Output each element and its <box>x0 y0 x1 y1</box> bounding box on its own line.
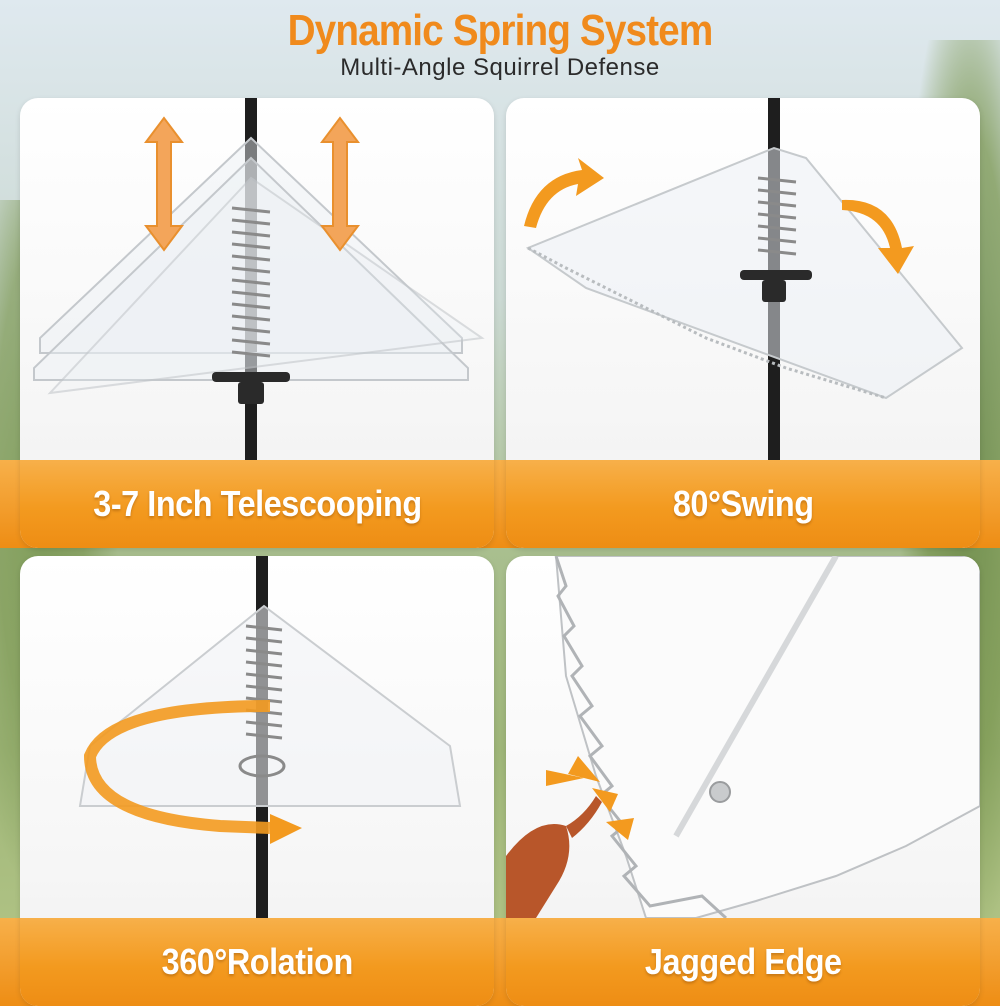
telescoping-illustration <box>33 98 485 460</box>
feature-label-swing: 80°Swing <box>672 483 814 524</box>
jagged-rim <box>527 246 887 400</box>
collar <box>740 270 812 280</box>
pole <box>245 98 257 460</box>
circular-arrow-icon <box>83 700 271 834</box>
label-banner: 360°Rolation <box>20 918 494 1006</box>
seam <box>673 556 839 838</box>
collar <box>212 372 290 382</box>
feature-label-telescoping: 3-7 Inch Telescooping <box>92 483 422 524</box>
panel-telescoping: 3-7 Inch Telescooping <box>20 98 494 548</box>
jagged-edge-illustration <box>506 556 980 920</box>
feature-label-rotation: 360°Rolation <box>161 941 353 982</box>
spring <box>231 206 271 358</box>
spring <box>757 176 797 256</box>
page-subtitle: Multi-Angle Squirrel Defense <box>340 54 660 81</box>
arrowhead <box>270 814 302 844</box>
rotation-illustration <box>78 556 462 918</box>
feature-label-jagged-edge: Jagged Edge <box>644 941 842 982</box>
swing-illustration <box>524 98 964 460</box>
label-banner: 80°Swing <box>506 460 980 548</box>
screw <box>709 781 731 803</box>
label-banner: Jagged Edge <box>506 918 980 1006</box>
baffle-closeup <box>554 556 980 919</box>
panel-rotation: 360°Rolation <box>20 556 494 1006</box>
header: Dynamic Spring System Multi-Angle Squirr… <box>0 0 1000 92</box>
panel-jagged-edge: Jagged Edge <box>506 556 980 1006</box>
jagged-teeth <box>554 556 728 920</box>
claw-scratch-icon <box>546 756 634 840</box>
label-banner: 3-7 Inch Telescooping <box>20 460 494 548</box>
panel-swing: 80°Swing <box>506 98 980 548</box>
squirrel-paw <box>506 796 602 918</box>
page-title: Dynamic Spring System <box>287 6 714 55</box>
curved-arrow-icon <box>524 158 914 274</box>
up-down-arrow-icon <box>144 116 360 252</box>
